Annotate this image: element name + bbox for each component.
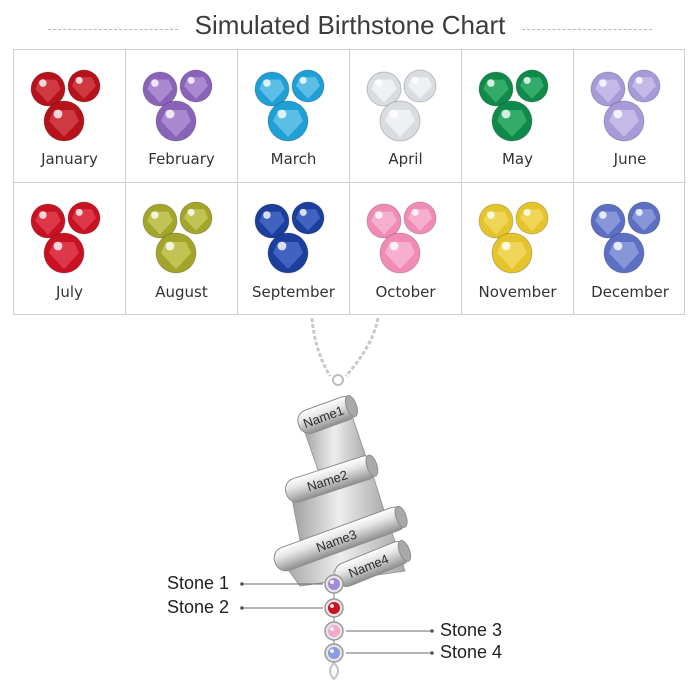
gemstone-icon (627, 69, 661, 103)
stone-2 (324, 598, 344, 618)
month-label: May (501, 150, 533, 168)
gemstone-icon (366, 203, 402, 239)
gemstone-icon (515, 69, 549, 103)
gemstone-icon (478, 71, 514, 107)
gemstone-cluster-icon (30, 201, 101, 274)
page-title: Simulated Birthstone Chart (194, 10, 506, 40)
gemstone-icon (142, 203, 178, 239)
gemstone-icon (590, 203, 626, 239)
chart-header: Simulated Birthstone Chart (0, 10, 700, 46)
birthstone-cell-january: January (14, 50, 126, 183)
gemstone-cluster-icon (254, 69, 325, 142)
month-label: February (148, 150, 215, 168)
gemstone-icon (179, 69, 213, 103)
birthstone-cell-april: April (350, 50, 462, 183)
gemstone-cluster-icon (142, 69, 213, 142)
stone-label-3: Stone 3 (440, 620, 503, 640)
bail-ring (332, 374, 344, 386)
gemstone-icon (155, 232, 197, 274)
gemstone-cluster-icon (366, 201, 437, 274)
month-label: June (613, 150, 647, 168)
gemstone-cluster-icon (254, 201, 325, 274)
stone-label-2: Stone 2 (167, 597, 230, 617)
stone-label-4: Stone 4 (440, 642, 503, 662)
birthstone-cell-july: July (14, 182, 126, 315)
callout-dot (430, 651, 434, 655)
gemstone-icon (366, 71, 402, 107)
gemstone-icon (627, 201, 661, 235)
gemstone-icon (515, 201, 549, 235)
birthstone-cell-march: March (238, 50, 350, 183)
callout-dot (430, 629, 434, 633)
month-label: November (478, 283, 557, 301)
stone-label-1: Stone 1 (167, 573, 230, 593)
birthstone-cell-december: December (574, 182, 686, 315)
gemstone-icon (254, 203, 290, 239)
chain-left (310, 318, 332, 377)
gemstone-icon (67, 69, 101, 103)
gemstone-icon (67, 201, 101, 235)
gemstone-cluster-icon (590, 201, 661, 274)
gemstone-icon (155, 100, 197, 142)
birthstone-cell-august: August (126, 182, 238, 315)
month-label: December (591, 283, 669, 301)
gemstone-icon (43, 100, 85, 142)
month-label: March (270, 150, 317, 168)
gemstone-icon (603, 232, 645, 274)
gemstone-icon (603, 100, 645, 142)
gemstone-icon (43, 232, 85, 274)
gemstone-cluster-icon (478, 69, 549, 142)
gemstone-icon (142, 71, 178, 107)
callout-dot (240, 606, 244, 610)
gemstone-cluster-icon (478, 201, 549, 274)
callout-dot (240, 582, 244, 586)
gemstone-cluster-icon (366, 69, 437, 142)
birthstone-cell-february: February (126, 50, 238, 183)
gemstone-icon (30, 203, 66, 239)
birthstone-cell-october: October (350, 182, 462, 315)
birthstone-cell-september: September (238, 182, 350, 315)
gemstone-icon (291, 69, 325, 103)
month-label: January (41, 150, 98, 168)
gemstone-icon (30, 71, 66, 107)
gemstone-cluster-icon (30, 69, 101, 142)
gemstone-cluster-icon (590, 69, 661, 142)
birthstone-cell-june: June (574, 50, 686, 183)
title-right-divider (522, 29, 652, 30)
gemstone-icon (254, 71, 290, 107)
gemstone-icon (590, 71, 626, 107)
month-label: April (388, 150, 423, 168)
birthstone-cell-november: November (462, 182, 574, 315)
gemstone-icon (403, 69, 437, 103)
stone-1 (324, 574, 344, 594)
gemstone-icon (491, 100, 533, 142)
birthstone-cell-may: May (462, 50, 574, 183)
title-left-divider (48, 29, 178, 30)
gemstone-icon (379, 232, 421, 274)
stone-4 (324, 643, 344, 663)
gemstone-icon (267, 100, 309, 142)
gemstone-icon (491, 232, 533, 274)
month-label: August (155, 283, 208, 301)
month-label: July (56, 283, 83, 301)
stone-3 (324, 621, 344, 641)
gemstone-cluster-icon (142, 201, 213, 274)
chain-right (344, 318, 380, 377)
gemstone-icon (291, 201, 325, 235)
pendant-stones (240, 570, 434, 681)
necklace-chain (310, 318, 380, 386)
gemstone-icon (379, 100, 421, 142)
pendant-end-cap (329, 662, 339, 681)
gemstone-icon (403, 201, 437, 235)
month-label: September (252, 283, 335, 301)
gemstone-icon (267, 232, 309, 274)
month-label: October (375, 283, 436, 301)
gemstone-icon (179, 201, 213, 235)
gemstone-icon (478, 203, 514, 239)
